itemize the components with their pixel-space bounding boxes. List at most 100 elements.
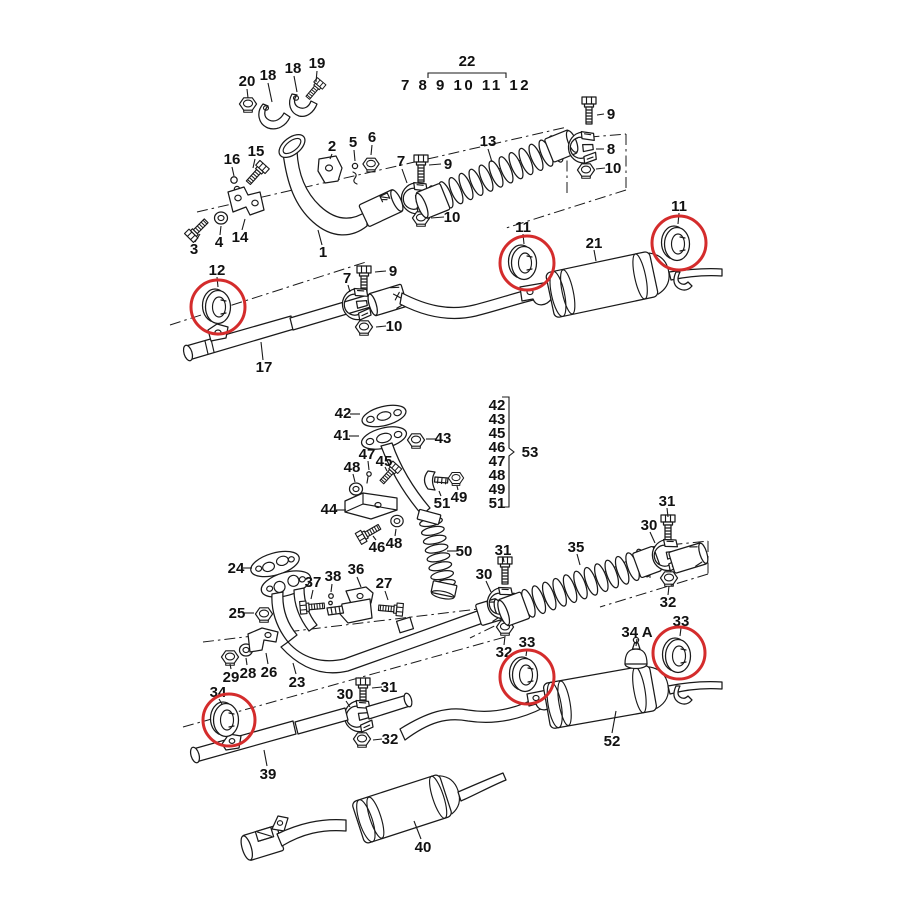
part-44-bracket <box>344 492 398 520</box>
part-19-bolt <box>302 77 327 102</box>
leader-line <box>503 635 506 646</box>
corrugation-ring <box>614 555 630 585</box>
part-18-bracket-a <box>258 103 291 130</box>
part-label-16: 16 <box>224 151 241 168</box>
part-35-left-tube <box>497 591 531 627</box>
part-label-32: 32 <box>496 644 513 661</box>
leader-line <box>267 82 273 103</box>
part-21-muffler <box>545 251 723 318</box>
corrugation-ring <box>448 176 464 205</box>
leader-line <box>502 556 505 563</box>
part-label-9: 9 <box>389 263 397 280</box>
group-callout-title: 22 <box>459 53 476 70</box>
leader-line <box>649 531 656 544</box>
part-50-top-collar <box>416 508 442 526</box>
top-assembly <box>182 77 723 362</box>
corrugation-ring <box>430 570 455 581</box>
part-label-27: 27 <box>376 575 393 592</box>
part-label-4: 4 <box>215 234 224 251</box>
part-label-32: 32 <box>382 731 399 748</box>
part-24-gasket <box>250 550 300 578</box>
leader-line <box>413 820 422 840</box>
leader-line <box>315 70 318 83</box>
part-label-12: 12 <box>209 262 226 279</box>
leader-line <box>231 166 235 177</box>
bottom-assembly <box>189 404 723 861</box>
bracket-item-48: 48 <box>489 467 506 484</box>
corrugation-ring <box>422 534 447 545</box>
part-48-washer-b <box>390 514 404 528</box>
group-callout-22: 227 8 9 10 11 12 <box>401 53 529 94</box>
part-label-46: 46 <box>369 539 386 556</box>
leader-line <box>371 686 383 689</box>
part-label-11: 11 <box>515 219 531 236</box>
leader-line <box>219 225 222 236</box>
leader-line <box>370 144 373 156</box>
part-label-30: 30 <box>641 517 658 534</box>
corrugation-ring <box>458 172 474 201</box>
rubber-mount-ring <box>508 656 539 693</box>
part-47-pin <box>366 471 372 484</box>
leader-line <box>438 490 442 497</box>
part-label-51: 51 <box>434 495 451 512</box>
part-9-bolt <box>413 154 429 183</box>
leader-line <box>317 229 323 246</box>
part-label-10: 10 <box>444 209 461 226</box>
part-50-bottom-collar <box>430 580 458 600</box>
part-15-bolt <box>243 159 270 188</box>
part-label-48: 48 <box>386 535 403 552</box>
leader-line <box>292 662 297 675</box>
corrugation-ring <box>531 585 547 615</box>
highlight-circle <box>650 214 708 272</box>
part-label-7: 7 <box>397 153 405 170</box>
part-42-gasket <box>361 404 407 428</box>
part-9-bolt-right <box>581 96 597 125</box>
part-label-15: 15 <box>248 143 265 160</box>
part-label-9: 9 <box>444 156 452 173</box>
leader-line <box>229 663 232 670</box>
part-label-2: 2 <box>328 138 336 155</box>
bracket-item-47: 47 <box>489 453 506 470</box>
part-label-36: 36 <box>348 561 365 578</box>
part-label-31: 31 <box>381 679 398 696</box>
part-label-32: 32 <box>660 594 677 611</box>
part-label-20: 20 <box>239 73 256 90</box>
part-label-7: 7 <box>343 270 351 287</box>
part-label-45: 45 <box>376 453 393 470</box>
leader-line <box>375 325 387 328</box>
part-49-nut <box>447 471 465 486</box>
part-36-bracket-block <box>326 586 374 624</box>
leader-line <box>265 652 269 665</box>
part-38-pin <box>328 593 334 606</box>
part-label-39: 39 <box>260 766 277 783</box>
leader-line <box>667 585 670 596</box>
corrugation-ring <box>508 151 524 180</box>
corrugation-ring <box>478 164 494 192</box>
leader-line <box>679 627 682 637</box>
leader-line <box>356 576 362 588</box>
bracket-item-49: 49 <box>489 481 506 498</box>
part-10-nut-mid <box>354 320 374 336</box>
rubber-mount-rings <box>201 225 692 738</box>
rear-sleeve-pipe <box>668 542 709 574</box>
part-1-sleeve <box>358 189 404 227</box>
leader-line <box>345 700 351 708</box>
part-43-nut <box>406 433 426 449</box>
corrugation-ring <box>518 147 534 176</box>
part-label-40: 40 <box>415 839 432 856</box>
bracket-item-46: 46 <box>489 439 506 456</box>
leader-line <box>487 148 493 163</box>
corrugation-ring <box>426 552 451 563</box>
leader-line <box>293 75 298 93</box>
leader-line <box>263 749 268 767</box>
part-label-34A: 34 A <box>621 624 652 641</box>
leader-line <box>330 583 333 593</box>
rubber-mount-ring <box>507 244 538 281</box>
part-label-49: 49 <box>451 489 468 506</box>
part-5-clip <box>351 162 359 185</box>
corrugation-ring <box>583 566 599 596</box>
part-27-bolt <box>377 600 404 617</box>
part-label-24: 24 <box>228 560 245 577</box>
